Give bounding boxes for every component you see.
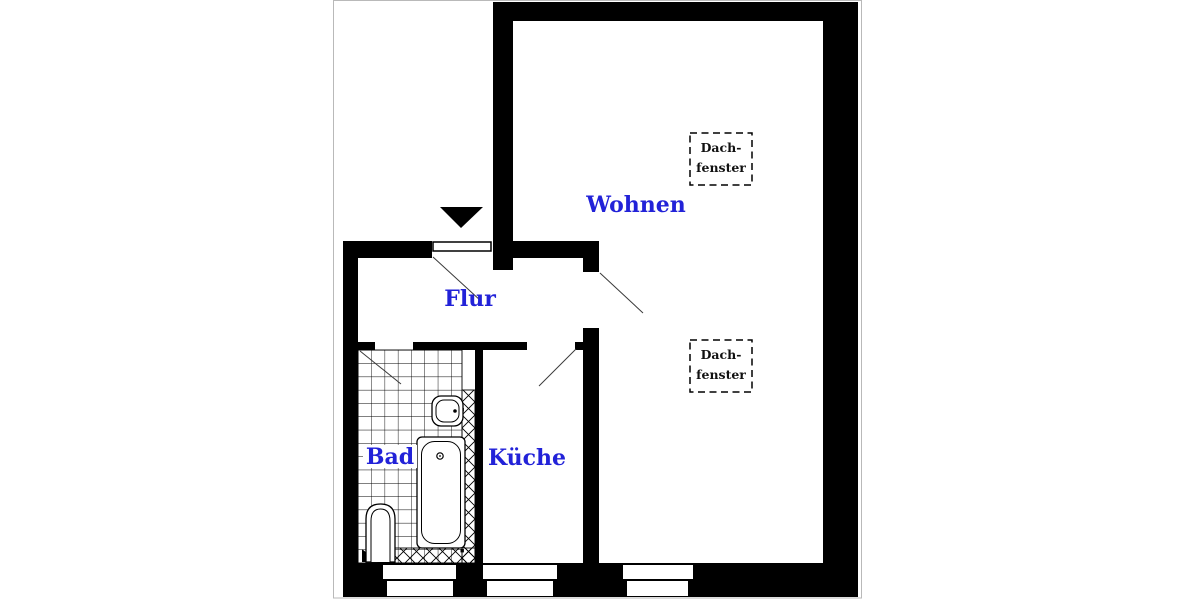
wall-living-left	[493, 2, 513, 270]
living-window-outer	[623, 565, 693, 579]
wall-kitchen-door-jamb	[575, 342, 583, 350]
wall-right-outer	[823, 2, 858, 597]
room-label-bath-backing	[363, 445, 417, 468]
wall-kitchen-living	[583, 328, 599, 563]
entrance-door-swing	[432, 256, 482, 302]
kitchen-window-outer	[483, 565, 557, 579]
bathroom-fixtures	[365, 395, 466, 563]
living-door-swing	[599, 272, 644, 314]
toilet-inner	[370, 508, 391, 562]
wall-hall-bottom	[413, 342, 527, 350]
wall-bath-kitchen	[475, 350, 483, 563]
entrance	[432, 207, 492, 252]
skylight-1-line1: Dach-	[701, 140, 742, 155]
room-labels: Wohnen Flur Bad Küche	[363, 192, 686, 471]
sink-basin	[435, 399, 460, 423]
entrance-door-leaf	[432, 241, 492, 252]
skylight-2-line1: Dach-	[701, 347, 742, 362]
bathtub-outline	[416, 436, 466, 549]
windows	[383, 565, 693, 596]
plan-image-border	[333, 0, 862, 599]
door-swings	[359, 256, 644, 387]
sink-outline	[431, 395, 464, 427]
room-label-kitchen: Küche	[488, 445, 566, 471]
room-label-living: Wohnen	[585, 192, 686, 218]
bathtub-drain-dot	[439, 455, 441, 457]
sink-faucet-dot	[453, 409, 457, 413]
skylight-box-1	[689, 132, 753, 186]
wall-living-door-jamb	[583, 258, 599, 272]
bathtub-basin	[421, 441, 461, 544]
wall-top-living	[493, 2, 858, 21]
bath-window-outer	[383, 565, 456, 579]
wall-bath-door-stub	[358, 342, 375, 350]
skylight-box-2	[689, 339, 753, 393]
wall-hall-top-left	[343, 241, 432, 258]
skylights: Dach- fenster Dach- fenster	[689, 132, 753, 393]
wall-hall-top-right	[493, 241, 599, 258]
edge-dot	[460, 549, 464, 553]
bath-door-swing	[359, 350, 402, 385]
living-window-sill	[627, 581, 688, 596]
room-label-hall: Flur	[444, 286, 496, 312]
kitchen-door-swing	[538, 348, 577, 387]
wall-left-outer	[343, 241, 358, 597]
kitchen-window-sill	[487, 581, 553, 596]
room-label-bath: Bad	[366, 444, 414, 470]
skylight-2-line2: fenster	[696, 367, 746, 382]
entrance-arrow-icon	[440, 207, 483, 228]
bath-window-sill	[387, 581, 453, 596]
skylight-1-line2: fenster	[696, 160, 746, 175]
walls	[343, 2, 858, 597]
